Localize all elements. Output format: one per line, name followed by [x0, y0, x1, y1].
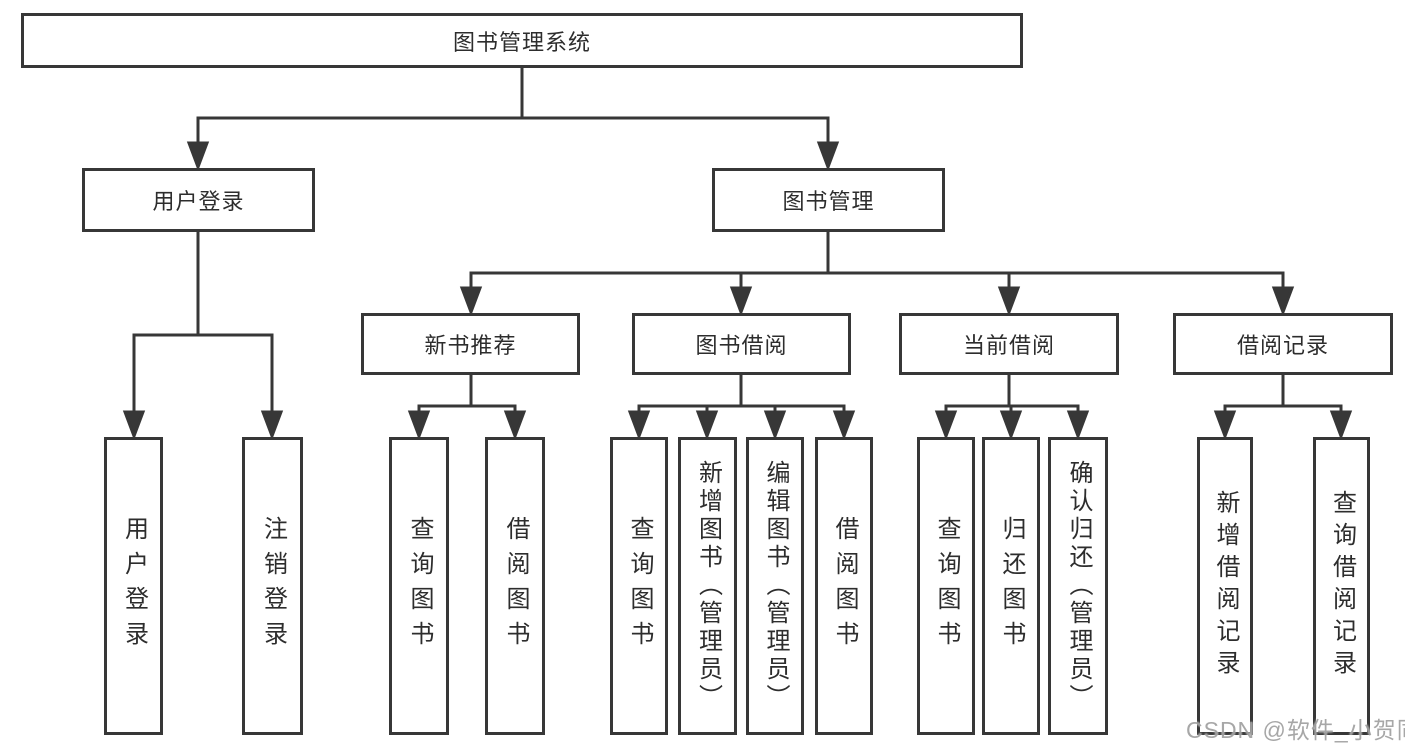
- leaf-logout: 注销登录: [242, 437, 303, 735]
- leaf-query-books-current: 查询图书: [917, 437, 975, 735]
- leaf-borrow-books: 借阅图书: [815, 437, 873, 735]
- node-root-label: 图书管理系统: [452, 29, 591, 55]
- leaf-label: 查询图书: [933, 516, 960, 656]
- leaf-label: 用户登录: [120, 516, 148, 656]
- leaf-query-books-recommend: 查询图书: [389, 437, 449, 735]
- leaf-add-books-admin: 新增图书（管理员）: [678, 437, 737, 735]
- leaf-label: 查询图书: [406, 516, 433, 656]
- node-label: 新书推荐: [424, 333, 517, 358]
- leaf-borrow-books-recommend: 借阅图书: [485, 437, 545, 735]
- leaf-label: 查询图书: [626, 516, 653, 656]
- leaf-user-login: 用户登录: [104, 437, 163, 735]
- leaf-edit-books-admin: 编辑图书（管理员）: [746, 437, 804, 735]
- leaf-label: 编辑图书（管理员）: [762, 460, 789, 712]
- node-root: 图书管理系统: [21, 13, 1023, 68]
- node-book-borrowing: 图书借阅: [632, 313, 851, 375]
- leaf-label: 查询借阅记录: [1328, 490, 1356, 682]
- leaf-label: 借阅图书: [831, 516, 858, 656]
- node-label: 图书借阅: [695, 333, 788, 358]
- leaf-label: 归还图书: [998, 516, 1025, 656]
- leaf-add-borrow-record: 新增借阅记录: [1197, 437, 1253, 735]
- node-label: 用户登录: [152, 189, 245, 214]
- leaf-query-books-borrow: 查询图书: [610, 437, 668, 735]
- leaf-query-borrow-record: 查询借阅记录: [1313, 437, 1370, 735]
- leaf-label: 新增图书（管理员）: [694, 460, 722, 712]
- node-borrowing-records: 借阅记录: [1173, 313, 1393, 375]
- leaf-label: 借阅图书: [502, 516, 529, 656]
- leaf-label: 注销登录: [259, 516, 287, 656]
- leaf-label: 确认归还（管理员）: [1065, 460, 1092, 712]
- node-user-login-group: 用户登录: [82, 168, 315, 232]
- node-label: 借阅记录: [1236, 333, 1329, 358]
- node-new-book-recommend: 新书推荐: [361, 313, 580, 375]
- node-current-borrowing: 当前借阅: [899, 313, 1119, 375]
- watermark: CSDN @软件_小贺同学: [1186, 717, 1405, 743]
- leaf-label: 新增借阅记录: [1212, 490, 1239, 682]
- node-label: 当前借阅: [962, 333, 1055, 358]
- leaf-return-books: 归还图书: [982, 437, 1040, 735]
- node-book-management: 图书管理: [712, 168, 945, 232]
- leaf-confirm-return-admin: 确认归还（管理员）: [1048, 437, 1108, 735]
- node-label: 图书管理: [782, 189, 875, 214]
